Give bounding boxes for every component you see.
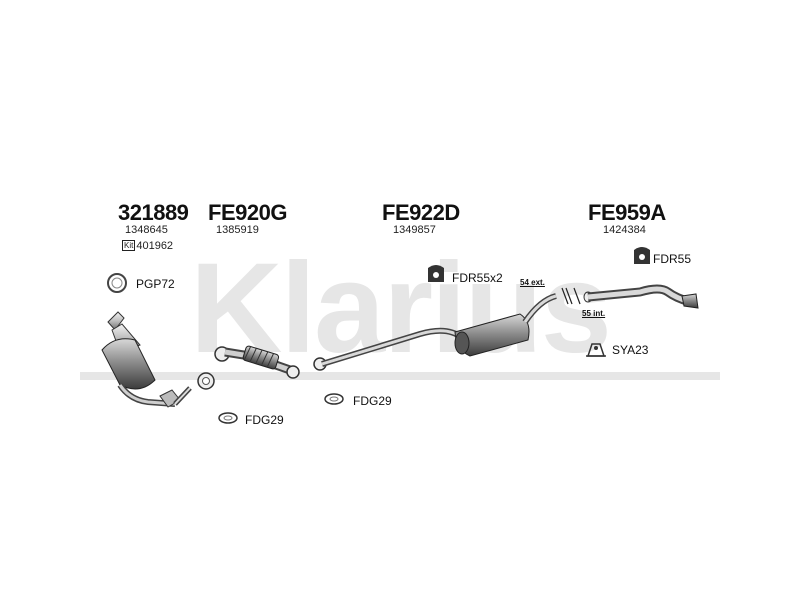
catalytic-converter [101, 311, 215, 408]
part-code-321889: 321889 [118, 200, 189, 225]
rubber-mount-icon [428, 265, 444, 282]
rear-tailpipe [583, 284, 699, 309]
annotation-int: 55 int. [582, 309, 606, 318]
bracket-icon [586, 343, 606, 357]
part-code-fe959a: FE959A [588, 200, 666, 225]
clamp-icon [107, 273, 127, 293]
fitting-label-pgp72: PGP72 [136, 277, 175, 291]
fitting-label-fdr55: FDR55 [653, 252, 692, 266]
part-ref-1349857: 1349857 [393, 224, 436, 236]
rubber-mount-icon [634, 247, 650, 264]
annotation-ext: 54 ext. [520, 278, 545, 287]
gasket-icon [218, 412, 238, 424]
kit-ref-number: 401962 [136, 240, 174, 252]
part-code-fe922d: FE922D [382, 200, 460, 225]
part-code-fe920g: FE920G [208, 200, 287, 225]
kit-label: Kit [122, 240, 136, 251]
fitting-label-fdg29-a: FDG29 [245, 413, 284, 427]
fitting-label-fdr55x2: FDR55x2 [452, 271, 503, 285]
fitting-label-fdg29-b: FDG29 [353, 394, 392, 408]
part-ref-1385919: 1385919 [216, 224, 259, 236]
part-ref-1348645: 1348645 [125, 224, 168, 236]
part-ref-1424384: 1424384 [603, 224, 646, 236]
gasket-icon [324, 393, 344, 405]
centre-silencer [313, 293, 557, 371]
joint-marks [561, 287, 581, 305]
front-pipe [214, 345, 300, 379]
fitting-label-sya23: SYA23 [612, 343, 649, 357]
